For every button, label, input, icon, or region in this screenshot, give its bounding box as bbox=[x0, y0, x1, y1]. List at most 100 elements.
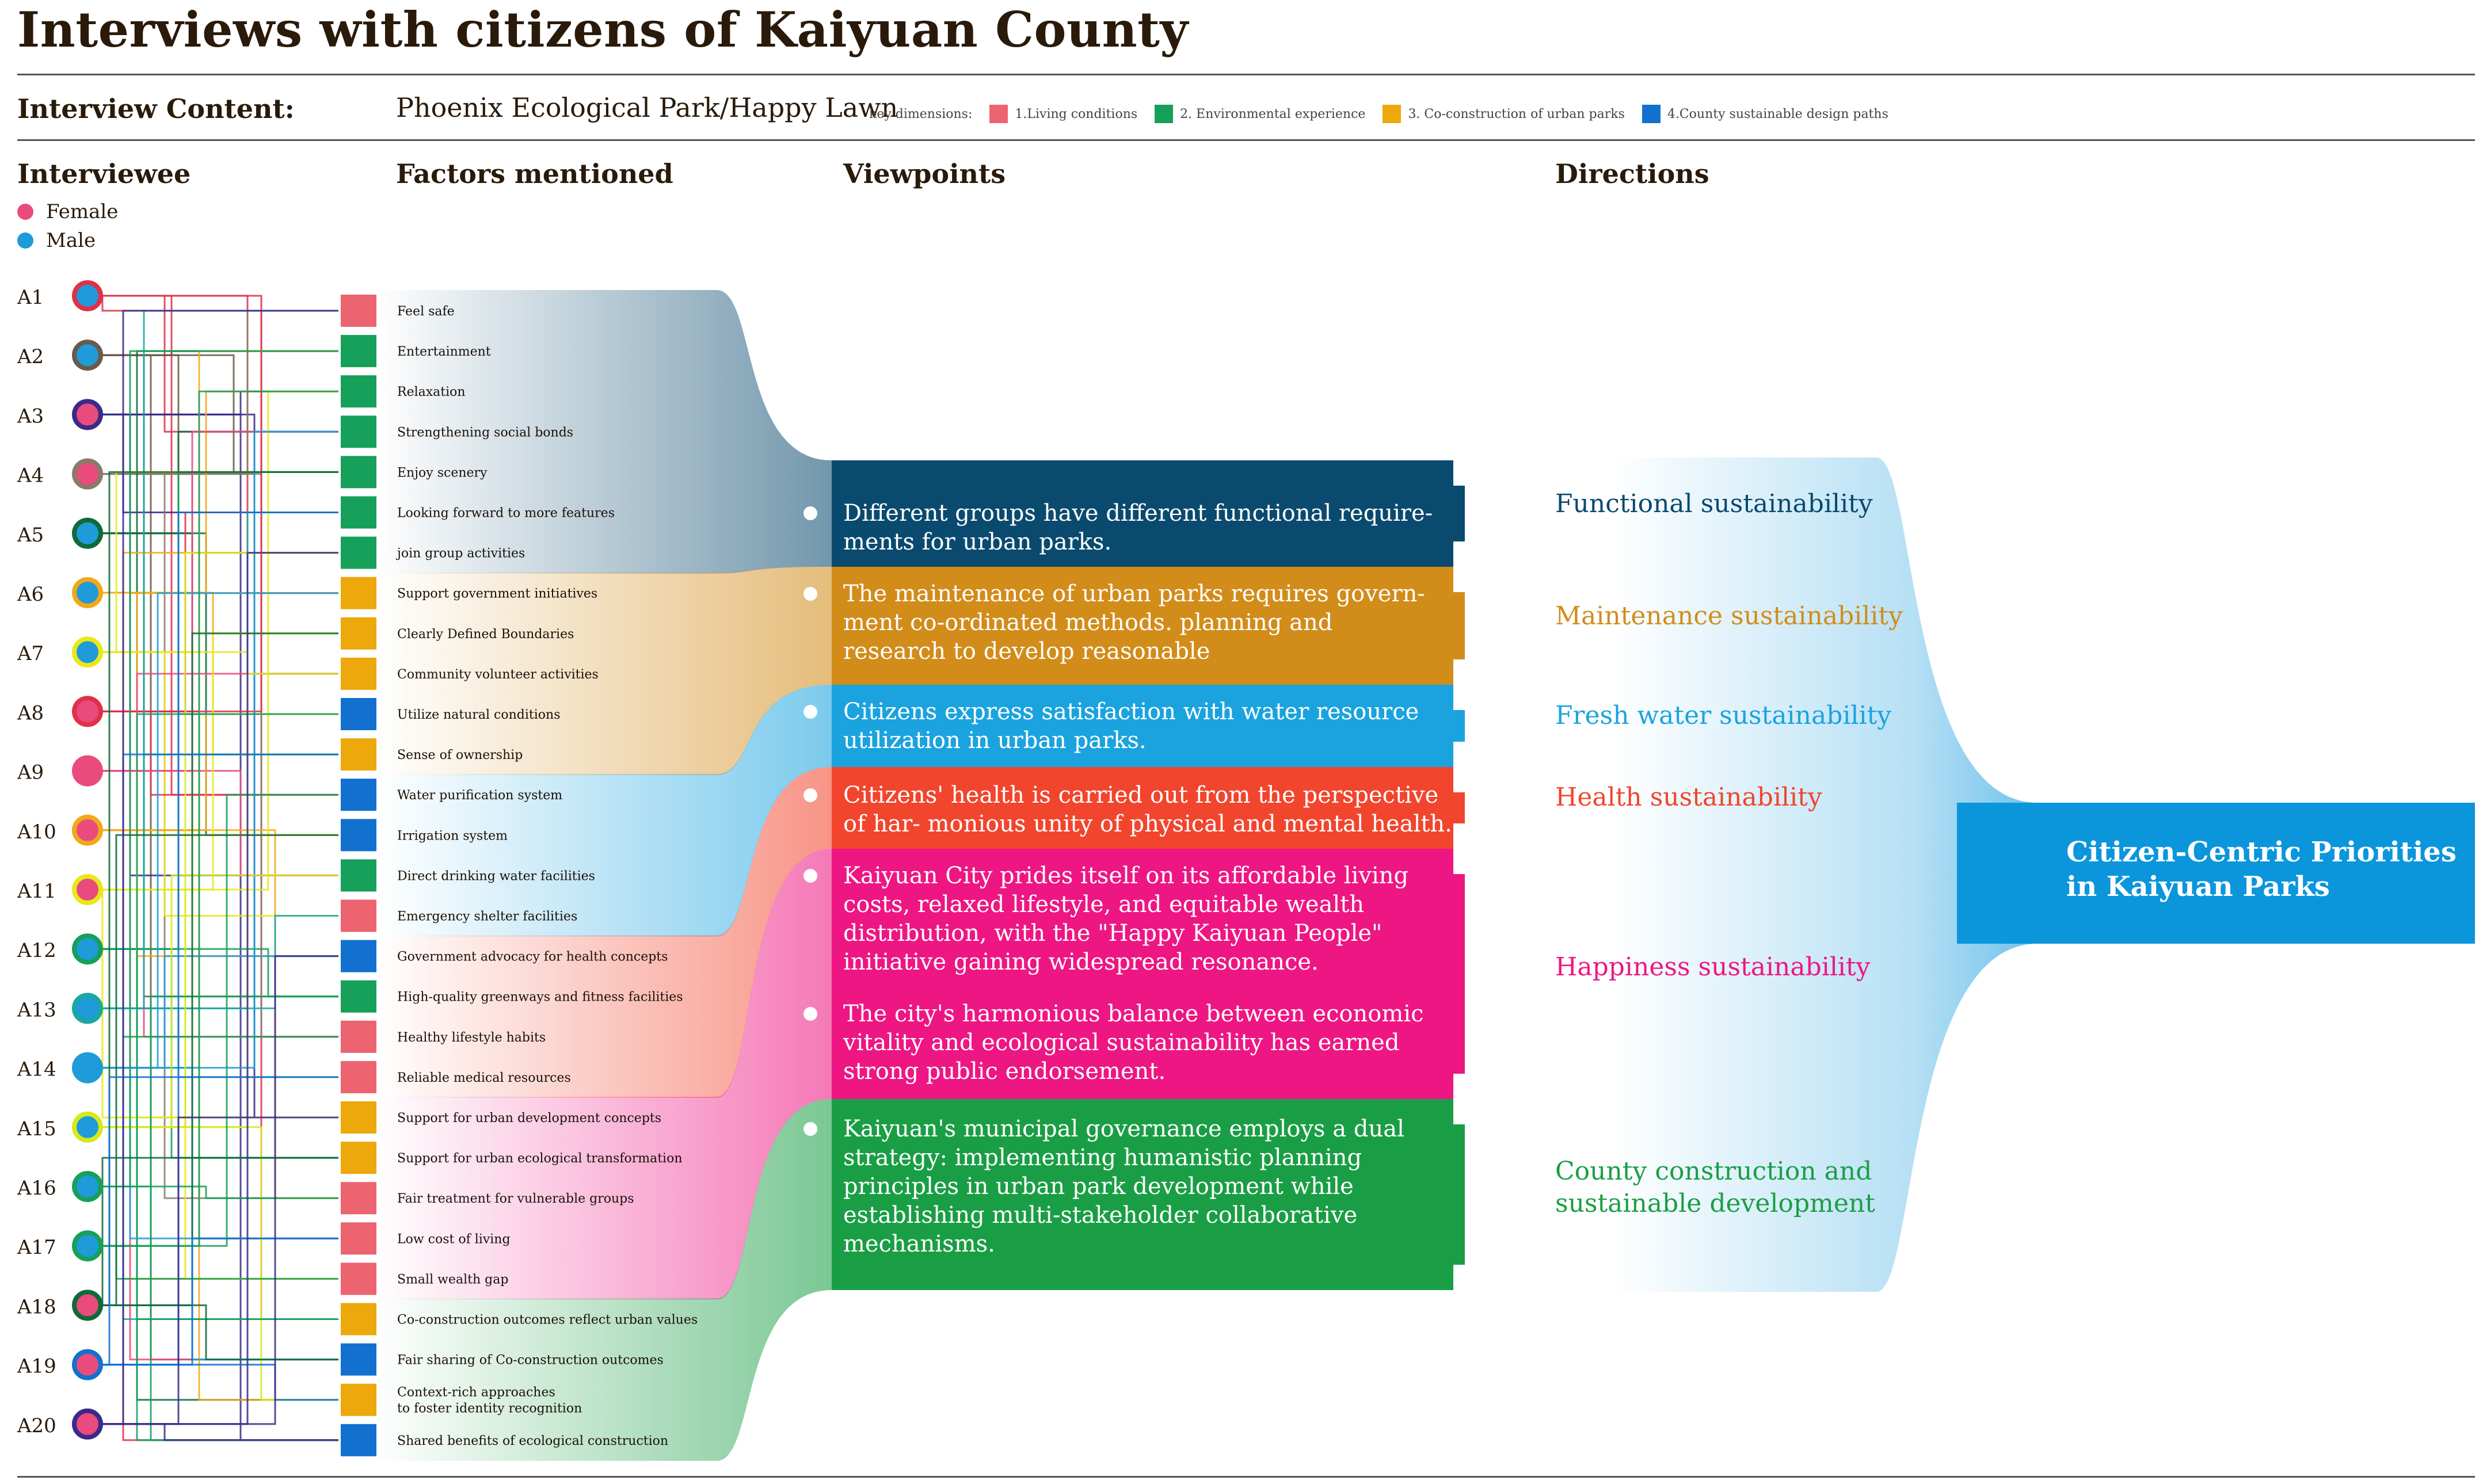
connection-line bbox=[101, 793, 338, 1247]
factor-label: Context-rich approaches to foster identit… bbox=[397, 1386, 582, 1416]
factor-square bbox=[341, 1343, 376, 1376]
factor-square bbox=[341, 698, 376, 730]
interviewee-label: A5 bbox=[17, 524, 44, 547]
interviewee-label: A14 bbox=[17, 1058, 56, 1081]
notch-tab bbox=[1453, 874, 1465, 1074]
factor-label-line: Fair sharing of Co-construction outcomes bbox=[397, 1353, 664, 1368]
factor-square bbox=[341, 1424, 376, 1456]
viewpoint-line: of har- monious unity of physical and me… bbox=[843, 811, 1452, 837]
interviewee-label: A18 bbox=[17, 1295, 56, 1318]
viewpoint-text: Kaiyuan City prides itself on its afford… bbox=[843, 863, 1408, 975]
factor-square bbox=[341, 899, 376, 932]
interviewee-label: A6 bbox=[17, 583, 44, 606]
viewpoint-text: Different groups have different function… bbox=[843, 500, 1433, 555]
legend-female: Female bbox=[17, 200, 118, 223]
header-directions: Directions bbox=[1555, 158, 1709, 189]
factor-label-line: Co-construction outcomes reflect urban v… bbox=[397, 1313, 698, 1327]
factor-label-line: Feel safe bbox=[397, 304, 455, 319]
factor-label-line: to foster identity recognition bbox=[397, 1402, 582, 1416]
factor-label: Small wealth gap bbox=[397, 1272, 508, 1287]
factor-label-line: Reliable medical resources bbox=[397, 1071, 571, 1085]
factor-label: Government advocacy for health concepts bbox=[397, 950, 668, 964]
factor-square bbox=[341, 375, 376, 408]
factor-label: Reliable medical resources bbox=[397, 1071, 571, 1085]
direction-line: sustainable development bbox=[1555, 1189, 1875, 1218]
factor-square bbox=[341, 496, 376, 529]
interviewee-marker-female bbox=[72, 814, 103, 846]
key-dimension-swatch bbox=[1383, 105, 1402, 123]
key-dimension-label: 4.County sustainable design paths bbox=[1667, 106, 1888, 121]
factor-square bbox=[341, 415, 376, 448]
legend-female-label: Female bbox=[46, 200, 119, 223]
factor-label: Clearly Defined Boundaries bbox=[397, 627, 574, 642]
factor-label: Irrigation system bbox=[397, 829, 508, 843]
factor-label: Direct drinking water facilities bbox=[397, 869, 595, 883]
viewpoint-bullet-icon bbox=[803, 506, 817, 520]
viewpoint-text: The city's harmonious balance between ec… bbox=[843, 1001, 1424, 1085]
factor-label-line: Enjoy scenery bbox=[397, 466, 488, 480]
direction-line: Health sustainability bbox=[1555, 783, 1822, 812]
factor-square bbox=[341, 577, 376, 609]
direction-line: County construction and bbox=[1555, 1157, 1872, 1186]
viewpoint-line: vitality and ecological sustainability h… bbox=[843, 1029, 1399, 1056]
interviewee-label: A19 bbox=[17, 1355, 56, 1378]
factor-label: Low cost of living bbox=[397, 1232, 511, 1246]
factor-label: Strengthening social bonds bbox=[397, 425, 573, 440]
key-dimension-swatch bbox=[1642, 105, 1661, 123]
viewpoint-band-6 bbox=[832, 1099, 1453, 1290]
viewpoint-line: Citizens express satisfaction with water… bbox=[843, 699, 1419, 725]
viewpoint-bullet-icon bbox=[803, 1007, 817, 1021]
female-dot-icon bbox=[17, 204, 33, 220]
viewpoint-text: Kaiyuan's municipal governance employs a… bbox=[843, 1116, 1404, 1257]
factor-label-line: Context-rich approaches bbox=[397, 1386, 555, 1400]
header-factors: Factors mentioned bbox=[396, 158, 673, 189]
key-dimension-label: 3. Co-construction of urban parks bbox=[1408, 106, 1625, 121]
direction-label: Happiness sustainability bbox=[1555, 952, 1871, 982]
viewpoint-line: initiative gaining widespread resonance. bbox=[843, 949, 1319, 975]
interviewee-label: A8 bbox=[17, 701, 44, 724]
viewpoint-band-1 bbox=[832, 460, 1453, 567]
viewpoint-line: ments for urban parks. bbox=[843, 529, 1111, 555]
interviewee-label: A12 bbox=[17, 939, 56, 962]
connection-line bbox=[101, 1423, 338, 1441]
direction-line: Happiness sustainability bbox=[1555, 952, 1871, 982]
factor-label: Enjoy scenery bbox=[397, 466, 488, 480]
viewpoint-line: establishing multi-stakeholder collabora… bbox=[843, 1202, 1357, 1229]
factor-label-line: Direct drinking water facilities bbox=[397, 869, 595, 883]
interviewee-label: A16 bbox=[17, 1177, 56, 1200]
viewpoint-line: strong public endorsement. bbox=[843, 1058, 1166, 1085]
viewpoint-line: strategy: implementing humanistic planni… bbox=[843, 1145, 1362, 1171]
factor-square bbox=[341, 295, 376, 327]
factor-label-line: Support for urban ecological transformat… bbox=[397, 1151, 683, 1166]
interviewee-label: A10 bbox=[17, 821, 56, 844]
factor-label: High-quality greenways and fitness facil… bbox=[397, 990, 683, 1005]
interviewee-marker-female bbox=[72, 874, 103, 905]
viewpoint-line: Different groups have different function… bbox=[843, 500, 1433, 527]
key-dimension-label: 1.Living conditions bbox=[1015, 106, 1138, 121]
viewpoint-line: Kaiyuan's municipal governance employs a… bbox=[843, 1116, 1404, 1142]
interviewee-marker-male bbox=[72, 636, 103, 668]
notch-tab bbox=[1453, 1124, 1465, 1265]
factor-label: join group activities bbox=[395, 547, 525, 561]
connection-line bbox=[101, 350, 338, 535]
direction-line: Functional sustainability bbox=[1555, 489, 1873, 518]
factor-label-line: Looking forward to more features bbox=[397, 506, 615, 521]
viewpoint-line: research to develop reasonable bbox=[843, 638, 1210, 665]
factor-square bbox=[341, 980, 376, 1013]
viewpoint-band-2 bbox=[832, 567, 1453, 685]
factor-square bbox=[341, 1142, 376, 1174]
viewpoint-line: Citizens' health is carried out from the… bbox=[843, 782, 1438, 808]
interviewee-label: A20 bbox=[17, 1414, 56, 1437]
interviewee-marker-female bbox=[72, 1349, 103, 1380]
factor-label-line: Relaxation bbox=[397, 385, 466, 399]
viewpoint-bullet-icon bbox=[803, 1122, 817, 1136]
direction-label: Functional sustainability bbox=[1555, 489, 1873, 518]
viewpoint-band-5 bbox=[832, 849, 1453, 1099]
factor-square bbox=[341, 456, 376, 489]
interviewee-label: A3 bbox=[17, 405, 44, 428]
key-dimension-label: 2. Environmental experience bbox=[1180, 106, 1366, 121]
direction-label: Fresh water sustainability bbox=[1555, 701, 1891, 730]
viewpoint-line: principles in urban park development whi… bbox=[843, 1173, 1354, 1200]
